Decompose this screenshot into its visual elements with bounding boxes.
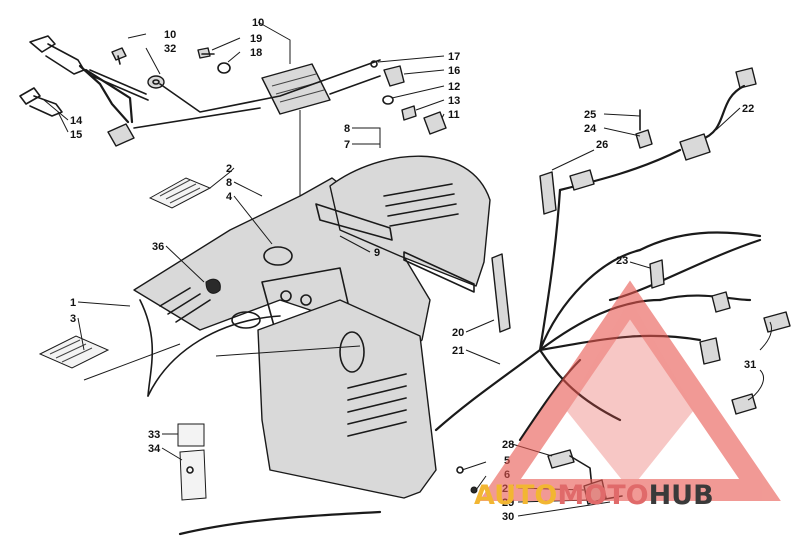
nut-13 [382,95,394,105]
callout-4: 4 [226,191,233,203]
callout-25: 24 [584,123,597,135]
callout-8a: 8 [226,177,232,189]
callout-29: 28 [502,439,514,451]
gasket-9 [403,251,475,293]
washer-18 [370,60,378,68]
callout-20: 19 [250,33,262,45]
screw-12 [111,47,127,65]
callout-3: 3 [70,313,76,325]
screw-20 [197,47,215,59]
callout-2: 2 [226,163,232,175]
switch-11 [423,111,447,135]
watermark-auto: AUTO [474,480,558,511]
callout-17: 16 [448,65,460,77]
callout-24: 23 [616,255,628,267]
callout-13: 12 [448,81,460,93]
callout-15: 14 [70,115,83,127]
lamp-14 [401,105,417,121]
plate-34 [177,423,205,447]
callout-8b: 8 [344,123,350,135]
callout-19: 18 [250,47,262,59]
connector-23 [679,67,757,161]
rod-assembly [89,69,149,101]
callout-16: 15 [70,129,82,141]
callout-1: 1 [70,297,76,309]
callout-21: 20 [452,327,464,339]
callout-10: 10 [252,17,264,29]
grommet-33 [147,75,165,89]
harness-27 [538,148,682,352]
watermark-hub: HUB [648,480,714,511]
cable-lines-top [133,59,381,290]
leader-lines [43,21,773,517]
switch-17 [383,65,405,87]
callout-36: 36 [152,241,164,253]
decal-plate-10 [261,63,331,115]
watermark-moto: MOTO [557,480,649,511]
callout-27: 26 [596,139,608,151]
strap-21 [491,253,511,333]
callout-14: 13 [448,95,460,107]
callout-12: 10 [164,29,176,41]
washer-19 [217,62,231,74]
callout-18: 17 [448,51,460,63]
callout-32: 31 [744,359,756,371]
decal-3 [38,335,110,369]
callout-23: 22 [742,103,754,115]
watermark-logo [479,280,781,501]
watermark-text: AUTOMOTOHUB [474,480,714,511]
callout-7: 7 [344,139,350,151]
callout-34: 33 [148,429,160,441]
ignition-switch-15 [29,35,130,124]
connectors-32 [699,291,791,415]
callout-35: 34 [148,443,161,455]
callout-26: 25 [584,109,596,121]
decal-2 [148,177,212,209]
callout-9: 9 [374,247,380,259]
connector-24 [649,259,665,289]
hood-7 [315,155,491,287]
callout-22: 21 [452,345,464,357]
callout-33: 32 [164,43,176,55]
fastener-25-26 [635,109,653,149]
callout-11: 11 [448,109,460,121]
callout-31: 30 [502,511,514,523]
plate-35 [179,449,207,501]
